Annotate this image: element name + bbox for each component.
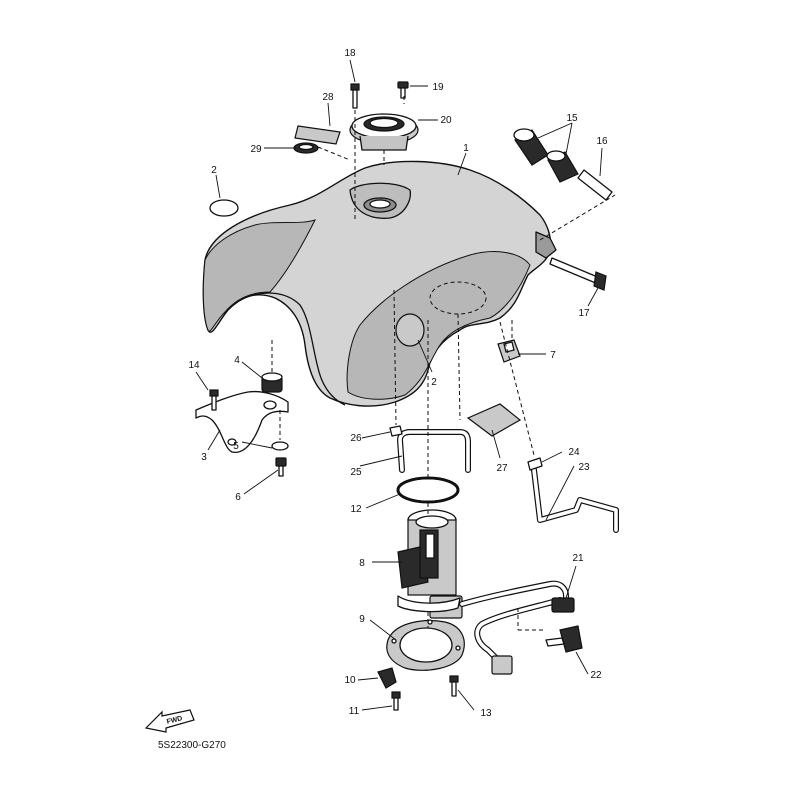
label-28 (294, 125, 341, 145)
callout-2: 2 (211, 165, 217, 176)
hose-23 (531, 467, 619, 533)
callout-5: 5 (233, 441, 239, 452)
callout-3: 3 (201, 452, 207, 463)
damper-4 (261, 372, 283, 393)
callout-13: 13 (480, 708, 492, 719)
emblem-left (209, 199, 239, 217)
collar-16 (577, 169, 613, 201)
bracket-10 (377, 667, 397, 689)
callouts: 1 2 2 3 4 5 6 7 8 9 10 11 12 13 14 15 16… (188, 48, 608, 719)
callout-21: 21 (572, 553, 584, 564)
clip-26 (389, 425, 403, 437)
bracket-22 (545, 625, 583, 653)
bolt-14 (209, 389, 219, 411)
callout-23: 23 (578, 462, 590, 473)
callout-19: 19 (432, 82, 444, 93)
forward-arrow-icon: FWD (144, 709, 195, 733)
cap-assembly (349, 113, 419, 151)
hose-25 (397, 429, 471, 473)
callout-25: 25 (350, 467, 362, 478)
fuel-tank (202, 160, 557, 407)
bolt-11 (391, 691, 401, 711)
callout-14: 14 (188, 360, 200, 371)
leader-lines (195, 59, 603, 711)
callout-10: 10 (344, 675, 356, 686)
callout-16: 16 (596, 136, 608, 147)
fuel-pump-8 (397, 509, 463, 619)
bolt-17 (549, 257, 607, 291)
bolt-6 (275, 457, 287, 477)
damper-15 (513, 128, 579, 183)
gasket-27 (466, 403, 522, 437)
callout-15: 15 (566, 113, 578, 124)
callout-11: 11 (349, 706, 360, 717)
callout-27: 27 (496, 463, 508, 474)
drawing-code: 5S22300-G270 (158, 740, 226, 751)
alignment-lines (271, 96, 616, 631)
callout-24: 24 (568, 447, 580, 458)
bolt-13 (449, 675, 459, 697)
callout-17: 17 (578, 308, 590, 319)
callout-18: 18 (344, 48, 356, 59)
bolt-18 (350, 83, 360, 109)
callout-22: 22 (590, 670, 602, 681)
o-ring-12 (396, 476, 460, 504)
bracket-3 (195, 390, 289, 453)
callout-20: 20 (440, 115, 452, 126)
callout-9: 9 (359, 614, 365, 625)
callout-29: 29 (250, 144, 262, 155)
plate-9 (386, 619, 465, 671)
callout-6: 6 (235, 492, 241, 503)
harness-21 (459, 580, 575, 675)
callout-8: 8 (359, 558, 365, 569)
callout-26: 26 (350, 433, 362, 444)
callout-12: 12 (350, 504, 362, 515)
clip-24 (527, 457, 543, 471)
callout-28: 28 (322, 92, 334, 103)
label-29 (293, 142, 319, 154)
callout-2-lower: 2 (431, 377, 437, 388)
callout-4: 4 (234, 355, 240, 366)
callout-7: 7 (550, 350, 556, 361)
forward-label: FWD (166, 715, 183, 726)
holder-7 (497, 339, 521, 363)
bolt-19 (397, 81, 409, 99)
collar-5 (271, 441, 289, 451)
callout-1: 1 (463, 143, 469, 154)
